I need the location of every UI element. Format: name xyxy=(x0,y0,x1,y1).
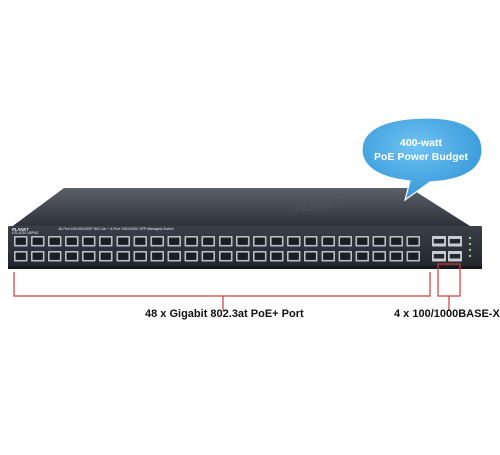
rj45-port-socket xyxy=(66,252,77,260)
rj45-port-socket xyxy=(271,252,282,260)
rj45-port-socket xyxy=(49,252,60,260)
rj45-port-socket xyxy=(169,252,180,260)
rj45-port-socket xyxy=(32,252,43,260)
rj45-port-socket xyxy=(32,237,43,245)
sfp-port-slot xyxy=(449,239,461,244)
rj45-port-socket xyxy=(49,237,60,245)
status-led xyxy=(468,236,472,240)
rj45-port-socket xyxy=(118,252,129,260)
callout-text: 400-watt PoE Power Budget xyxy=(356,136,486,164)
description-label: 48-Port 10/100/1000T 802.3at + 4-Port 10… xyxy=(58,227,174,231)
callout-line-2: PoE Power Budget xyxy=(374,151,468,163)
rj45-port-socket xyxy=(408,237,419,245)
chassis-top xyxy=(10,188,470,228)
rj45-port-socket xyxy=(237,252,248,260)
rj45-port-socket xyxy=(288,237,299,245)
rj45-port-socket xyxy=(203,237,214,245)
rj45-port-socket xyxy=(374,252,385,260)
rj45-port-socket xyxy=(391,237,402,245)
callout-line-1: 400-watt xyxy=(399,137,442,149)
rj45-port-socket xyxy=(135,252,146,260)
rj45-port-socket xyxy=(340,252,351,260)
rj45-port-socket xyxy=(100,252,111,260)
rj45-port-socket xyxy=(186,237,197,245)
port-bracket xyxy=(13,272,431,297)
rj45-port-socket xyxy=(254,237,265,245)
sfp-caption: 4 x 100/1000BASE-X xyxy=(394,308,500,320)
rj45-port-socket xyxy=(15,237,26,245)
model-label: GS-4210-48P4S xyxy=(12,231,39,235)
sfp-port-slot xyxy=(449,254,461,259)
rj45-port-socket xyxy=(357,237,368,245)
rj45-port-socket xyxy=(271,237,282,245)
rj45-port-socket xyxy=(169,237,180,245)
rj45-port-socket xyxy=(220,252,231,260)
rj45-port-socket xyxy=(203,252,214,260)
rj45-port-socket xyxy=(118,237,129,245)
sfp-port-block xyxy=(432,236,462,262)
rj45-port-socket xyxy=(237,237,248,245)
sfp-port-slot xyxy=(433,254,445,259)
rj45-port-block xyxy=(14,236,420,262)
rj45-port-socket xyxy=(305,252,316,260)
rj45-port-socket xyxy=(323,252,334,260)
ports-caption: 48 x Gigabit 802.3at PoE+ Port xyxy=(145,308,304,320)
rj45-port-socket xyxy=(374,237,385,245)
status-led xyxy=(468,248,472,252)
status-led xyxy=(468,254,472,258)
rj45-port-socket xyxy=(408,252,419,260)
rj45-port-socket xyxy=(323,237,334,245)
top-logo-watermark: PLANET xyxy=(294,196,345,215)
status-led-block xyxy=(468,236,472,258)
rj45-port-socket xyxy=(83,252,94,260)
status-led xyxy=(468,242,472,246)
brand-label: PLANET xyxy=(12,227,29,232)
rj45-port-socket xyxy=(83,237,94,245)
callout-bubble xyxy=(361,117,483,202)
chassis-front xyxy=(8,226,482,268)
rj45-port-socket xyxy=(66,237,77,245)
rj45-port-socket xyxy=(135,237,146,245)
rj45-port-socket xyxy=(305,237,316,245)
chassis-bottom-edge xyxy=(8,266,482,269)
rj45-port-socket xyxy=(152,237,163,245)
rj45-port-socket xyxy=(152,252,163,260)
rj45-port-socket xyxy=(186,252,197,260)
rj45-port-socket xyxy=(391,252,402,260)
rj45-port-socket xyxy=(254,252,265,260)
rj45-port-socket xyxy=(220,237,231,245)
rj45-port-socket xyxy=(100,237,111,245)
rj45-port-socket xyxy=(340,237,351,245)
sfp-port-slot xyxy=(433,239,445,244)
rj45-port-socket xyxy=(288,252,299,260)
rj45-port-socket xyxy=(357,252,368,260)
rj45-port-socket xyxy=(15,252,26,260)
